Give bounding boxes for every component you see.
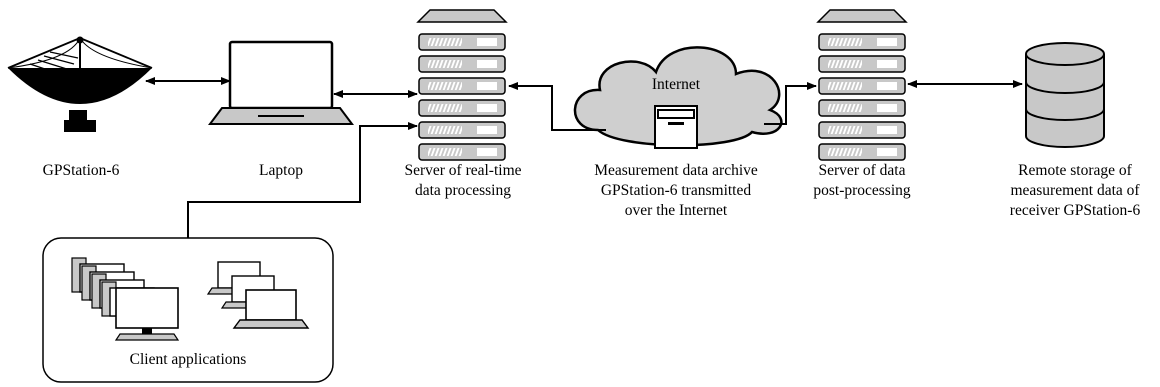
remote-storage-label: Remote storage of measurement data of re…: [1010, 161, 1140, 221]
realtime-server-label: Server of real-time data processing: [404, 161, 521, 201]
realtime-server-label-line-2: data processing: [415, 182, 511, 199]
postprocessing-server-label-line-1: Server of data: [818, 162, 906, 179]
client-applications-label: Client applications: [129, 351, 247, 368]
realtime-server-label-line-1: Server of real-time: [404, 162, 522, 179]
internet-cloud-icon: [573, 46, 783, 147]
archive-label-line-3: over the Internet: [624, 202, 728, 219]
internet-label: Internet: [651, 76, 701, 93]
connectors: [145, 77, 1023, 238]
database-icon: [1025, 42, 1105, 148]
archive-label-line-1: Measurement data archive: [594, 162, 758, 179]
remote-storage-label-line-2: measurement data of: [1010, 182, 1140, 199]
desktop-computers-icon: [71, 257, 180, 341]
postprocessing-server-label: Server of data post-processing: [813, 161, 910, 201]
realtime-server-icon: [416, 9, 508, 161]
postprocessing-server-label-line-2: post-processing: [813, 182, 911, 199]
link-cloud-ppserver: [764, 82, 817, 125]
archive-label-line-2: GPStation-6 transmitted: [600, 182, 752, 199]
laptop-icon: [208, 40, 354, 125]
postprocessing-server-icon: [816, 9, 908, 161]
satellite-dish-icon: [7, 36, 153, 132]
link-cloud-server: [508, 82, 606, 131]
archive-label: Measurement data archive GPStation-6 tra…: [594, 161, 758, 221]
laptop-label: Laptop: [259, 162, 303, 179]
remote-storage-label-line-3: receiver GPStation-6: [1009, 202, 1141, 219]
remote-storage-label-line-1: Remote storage of: [1018, 162, 1132, 179]
archive-box-icon: [654, 105, 698, 149]
link-clients-server: [187, 122, 418, 238]
gpstation-label: GPStation-6: [42, 162, 120, 179]
laptop-computers-icon: [207, 261, 310, 329]
